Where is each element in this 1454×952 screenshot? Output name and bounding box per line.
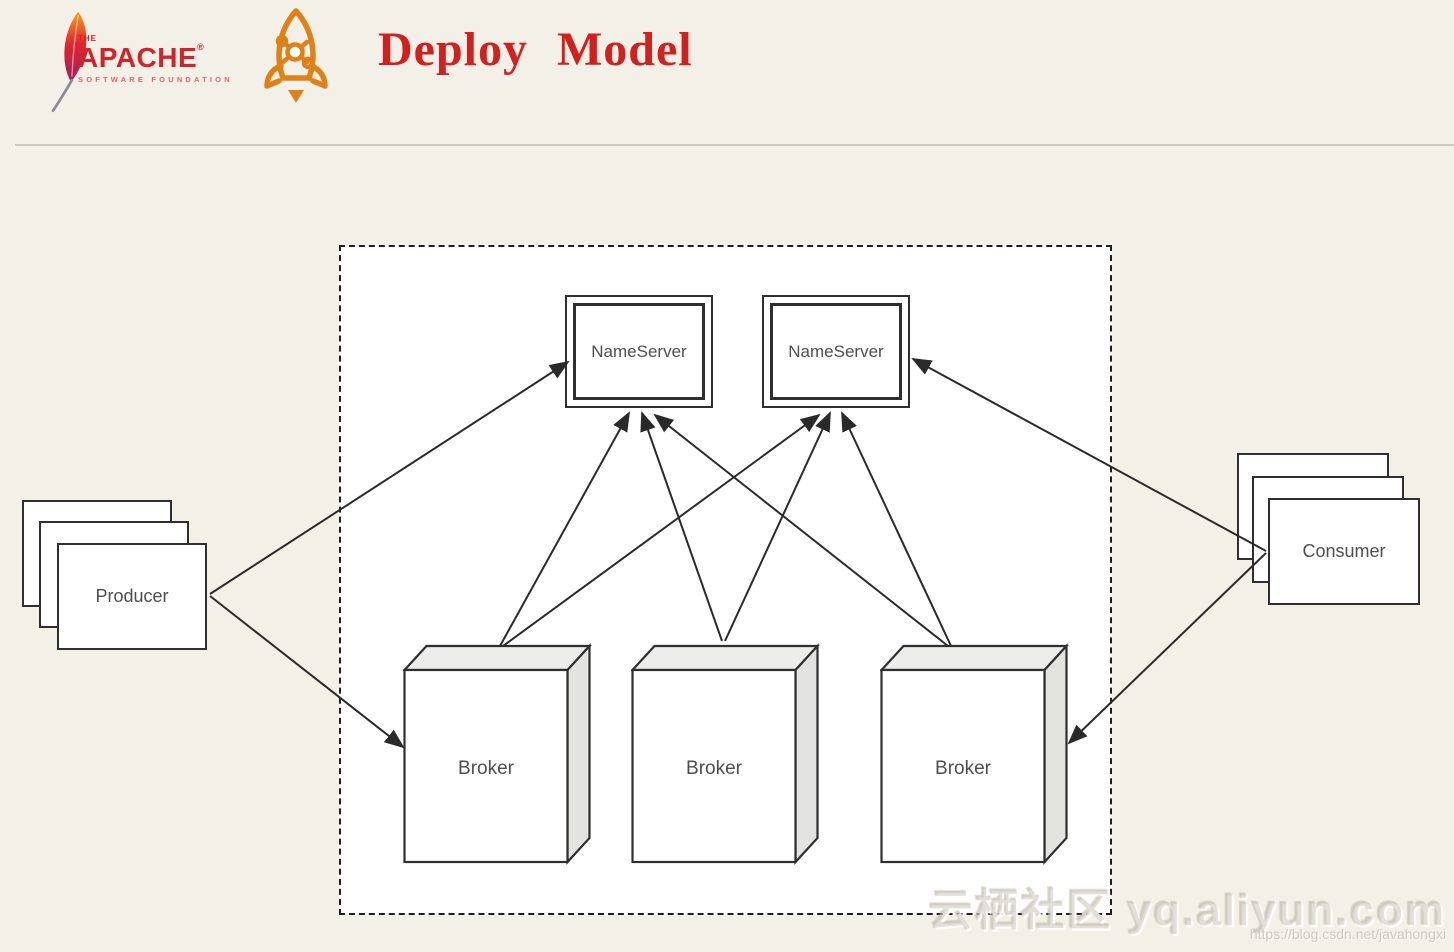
node-broker-2: Broker <box>631 643 823 867</box>
apache-subtitle-label: SOFTWARE FOUNDATION <box>78 75 233 85</box>
node-label: NameServer <box>770 303 902 400</box>
page-title: Deploy Model <box>378 23 693 76</box>
apache-logo: THE APACHE® SOFTWARE FOUNDATION <box>30 6 240 116</box>
header: THE APACHE® SOFTWARE FOUNDATION Deploy M… <box>0 0 1454 146</box>
apache-feather-icon <box>51 11 87 113</box>
node-label: Broker <box>686 758 743 779</box>
header-divider <box>15 144 1454 146</box>
stack-card-front: Consumer <box>1268 498 1420 605</box>
node-broker-3: Broker <box>880 643 1072 867</box>
node-label: Broker <box>935 758 992 779</box>
stack-card-front: Producer <box>57 543 207 650</box>
watermark-site: 云栖社区 yq.aliyun.com <box>928 886 1446 935</box>
apache-wordmark: THE APACHE® SOFTWARE FOUNDATION <box>78 34 238 84</box>
watermark-url: https://blog.csdn.net/javahongxi <box>1249 926 1446 942</box>
registered-mark: ® <box>197 42 205 52</box>
node-nameserver-2: NameServer <box>762 295 910 408</box>
apache-the-label: THE <box>78 34 97 43</box>
node-label: Broker <box>458 758 515 779</box>
node-label: NameServer <box>573 303 705 400</box>
apache-name-label: APACHE® <box>78 42 205 73</box>
node-broker-1: Broker <box>403 643 595 867</box>
node-nameserver-1: NameServer <box>565 295 713 408</box>
rocketmq-rocket-icon <box>264 8 328 103</box>
